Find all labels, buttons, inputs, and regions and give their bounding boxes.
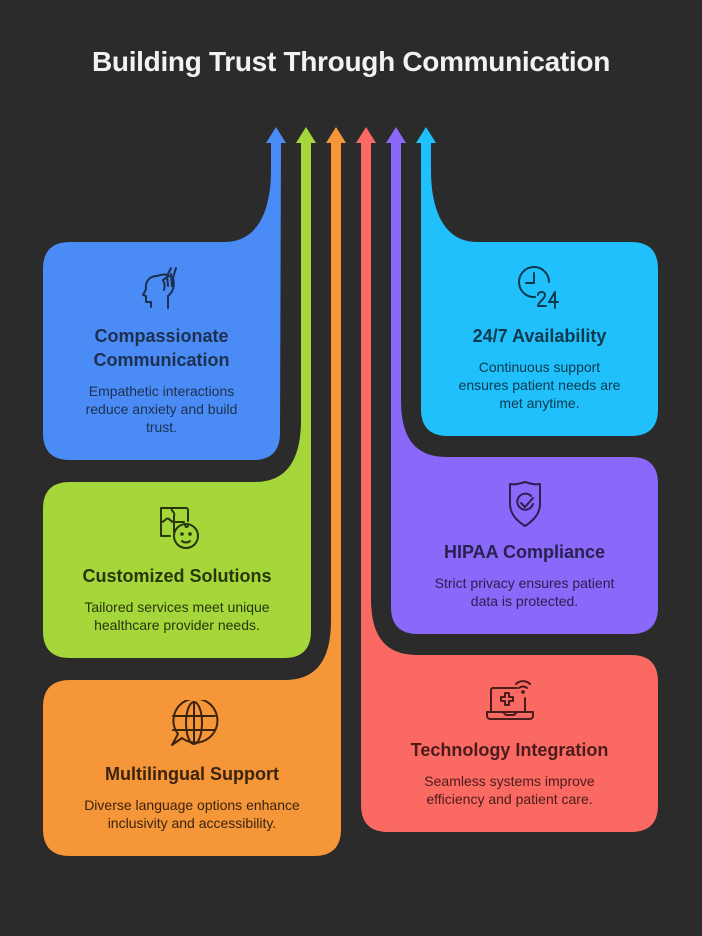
card-description: Diverse language options enhance inclusi… [84, 797, 300, 831]
card-multilingual-support: Multilingual Support Diverse language op… [43, 697, 341, 832]
card-technology-integration: Technology Integration Seamless systems … [361, 676, 658, 808]
card-customized-solutions: Customized Solutions Tailored services m… [43, 502, 311, 634]
arrow-blue [43, 127, 286, 460]
page-title: Building Trust Through Communication [91, 46, 611, 77]
card-description: Empathetic interactions reduce anxiety a… [85, 383, 238, 435]
arrow-purple [386, 127, 658, 634]
clock-24-icon [513, 262, 567, 316]
arrow-red [356, 127, 658, 832]
shield-check-icon [498, 478, 552, 532]
card-heading: Customized Solutions [82, 566, 272, 586]
arrow-cyan [416, 127, 658, 436]
globe-speech-icon [165, 697, 219, 754]
card-24-7-availability: 24/7 Availability Continuous support ens… [421, 262, 658, 412]
card-description: Tailored services meet unique healthcare… [84, 599, 270, 633]
card-heading: Technology Integration [410, 740, 609, 760]
arrow-orange [43, 127, 346, 856]
card-heading: 24/7 Availability [472, 326, 607, 346]
hand-on-head-icon [135, 262, 189, 316]
puzzle-face-icon [150, 502, 204, 556]
card-description: Continuous support ensures patient needs… [458, 359, 621, 411]
card-description: Strict privacy ensures patient data is p… [434, 575, 615, 609]
card-heading: Compassionate Communication [93, 326, 230, 370]
card-description: Seamless systems improve efficiency and … [424, 773, 595, 807]
card-hipaa-compliance: HIPAA Compliance Strict privacy ensures … [391, 478, 658, 610]
card-heading: HIPAA Compliance [443, 542, 606, 562]
card-compassionate-communication: Compassionate Communication Empathetic i… [43, 262, 280, 436]
laptop-medical-wifi-icon [483, 676, 537, 730]
arrow-green [43, 127, 316, 658]
card-heading: Multilingual Support [105, 764, 279, 784]
